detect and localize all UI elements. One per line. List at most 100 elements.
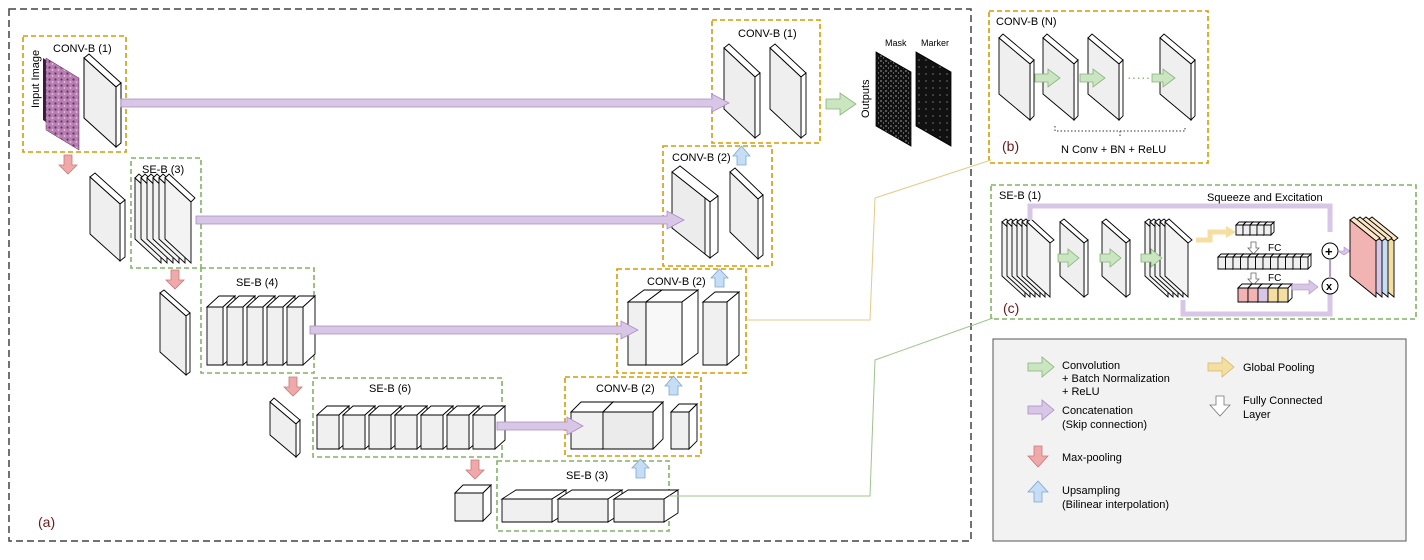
feature-map-front	[89, 175, 121, 263]
bottleneck-feature-maps	[453, 483, 680, 523]
legend-conv-arrow	[1027, 356, 1055, 378]
pc-gpool-arrowhead	[1226, 226, 1236, 238]
pb-conv-arrow-3	[1151, 68, 1176, 88]
legend-up-arrow	[1027, 480, 1049, 503]
feature-map-front	[645, 301, 683, 366]
legend-up-line1: Upsampling	[1062, 485, 1120, 497]
legend-fc-arrow	[1209, 395, 1231, 417]
feature-map-front	[1217, 256, 1226, 270]
output-conv-arrow	[825, 92, 857, 116]
feature-map-front	[1277, 256, 1286, 270]
feature-map-front	[1225, 256, 1234, 270]
up-arrow-4	[631, 458, 650, 479]
feature-map-front	[1257, 287, 1269, 303]
dec4-feature-maps	[569, 400, 699, 451]
feature-map-front	[1237, 287, 1249, 303]
pc-concat-arrow	[1291, 279, 1319, 295]
pc-residual-bottom	[1180, 292, 1333, 317]
legend-conv-line2: + Batch Normalization	[1062, 373, 1170, 385]
legend-gpool-arrow	[1207, 356, 1235, 378]
feature-map-front	[1026, 220, 1051, 299]
enc3-box	[200, 267, 315, 374]
legend-gpool-label: Global Pooling	[1243, 362, 1315, 374]
feature-map-side	[754, 72, 761, 139]
feature-map-front	[1232, 256, 1241, 270]
feature-map-front	[446, 414, 470, 450]
feature-map-front	[1300, 256, 1309, 270]
feature-map-front	[286, 306, 304, 366]
dec1-label: CONV-B (1)	[738, 28, 797, 40]
feature-map-front	[266, 306, 284, 366]
feature-map-front	[1292, 256, 1301, 270]
feature-map-side	[1073, 58, 1079, 122]
outputs-label: Outputs	[860, 79, 872, 118]
feature-map-side	[119, 199, 126, 262]
legend-concat-line2: (Skip connection)	[1062, 419, 1147, 431]
mask-label: Mask	[885, 38, 907, 48]
feature-map-front	[998, 37, 1031, 121]
pc-conv-arrow-2	[1099, 248, 1122, 268]
pool-arrow-2	[165, 269, 185, 290]
panel-b-title: CONV-B (N)	[996, 16, 1057, 28]
dec1-feature-maps	[723, 43, 807, 140]
panel-c-feature-maps	[1001, 218, 1193, 299]
feature-map-front	[1267, 287, 1279, 303]
feature-map-side	[688, 402, 698, 451]
feature-map-front	[1255, 256, 1264, 270]
dec2-label: CONV-B (2)	[672, 152, 731, 164]
pc-conv-arrow-3	[1140, 248, 1163, 268]
fc1-label: FC	[1268, 243, 1281, 254]
pb-ellipsis: ·····	[1127, 69, 1150, 85]
legend-fc-line1: Fully Connected	[1243, 395, 1323, 407]
up-arrow-1	[732, 145, 751, 166]
feature-map-front	[602, 411, 654, 450]
feature-map-front	[670, 411, 690, 450]
pc-residual-top	[1027, 203, 1333, 232]
fc-vector	[1216, 252, 1313, 271]
enc4-feature-maps	[269, 397, 507, 459]
legend-conv-line1: Convolution	[1062, 360, 1120, 372]
connector-b	[746, 159, 992, 321]
feature-map-front	[613, 498, 665, 523]
feature-map-front	[1262, 256, 1271, 270]
fc-arrow-1	[1247, 241, 1260, 255]
panel-b-box	[988, 10, 1209, 164]
pb-conv-arrow-1	[1034, 68, 1061, 88]
pc-conv-arrow-1	[1057, 248, 1080, 268]
skip-arrow-4	[496, 416, 584, 436]
feature-map-side	[1083, 239, 1089, 298]
feature-map-front	[472, 414, 496, 450]
pool-arrow-1	[58, 154, 78, 175]
mask-image	[875, 51, 912, 147]
legend-conv-line3: + ReLU	[1062, 386, 1100, 398]
feature-map-front	[159, 292, 187, 376]
feature-map-front	[1277, 287, 1289, 303]
enc1-feature-map	[83, 53, 122, 149]
dec3-box	[616, 268, 747, 374]
panel-a-frame	[8, 8, 972, 542]
feature-map-side	[295, 418, 301, 459]
feature-map-front	[1247, 256, 1256, 270]
marker-label: Marker	[921, 38, 949, 48]
feature-map-front	[454, 492, 484, 522]
enc2-label: SE-B (3)	[142, 164, 184, 176]
feature-map-front	[557, 498, 609, 523]
pb-brace	[1054, 126, 1186, 132]
bottleneck-label: SE-B (3)	[566, 470, 608, 482]
feature-map-front	[1270, 256, 1279, 270]
feature-map-side	[681, 289, 699, 366]
feature-map-side	[1125, 239, 1131, 298]
legend-fc-line2: Layer	[1243, 409, 1271, 421]
feature-map-front	[246, 306, 264, 366]
bottleneck-box	[496, 460, 670, 532]
pool-arrow-3	[283, 376, 303, 397]
legend-concat-line1: Concatenation	[1062, 405, 1133, 417]
excitation-weights	[1236, 282, 1294, 304]
feature-map-front	[1247, 287, 1259, 303]
dec1-box	[711, 19, 821, 144]
enc2-box	[130, 157, 202, 269]
feature-map-front	[269, 401, 297, 458]
skip-arrow-1	[120, 93, 730, 113]
enc4-label: SE-B (6)	[369, 383, 411, 395]
feature-map-front	[226, 306, 244, 366]
